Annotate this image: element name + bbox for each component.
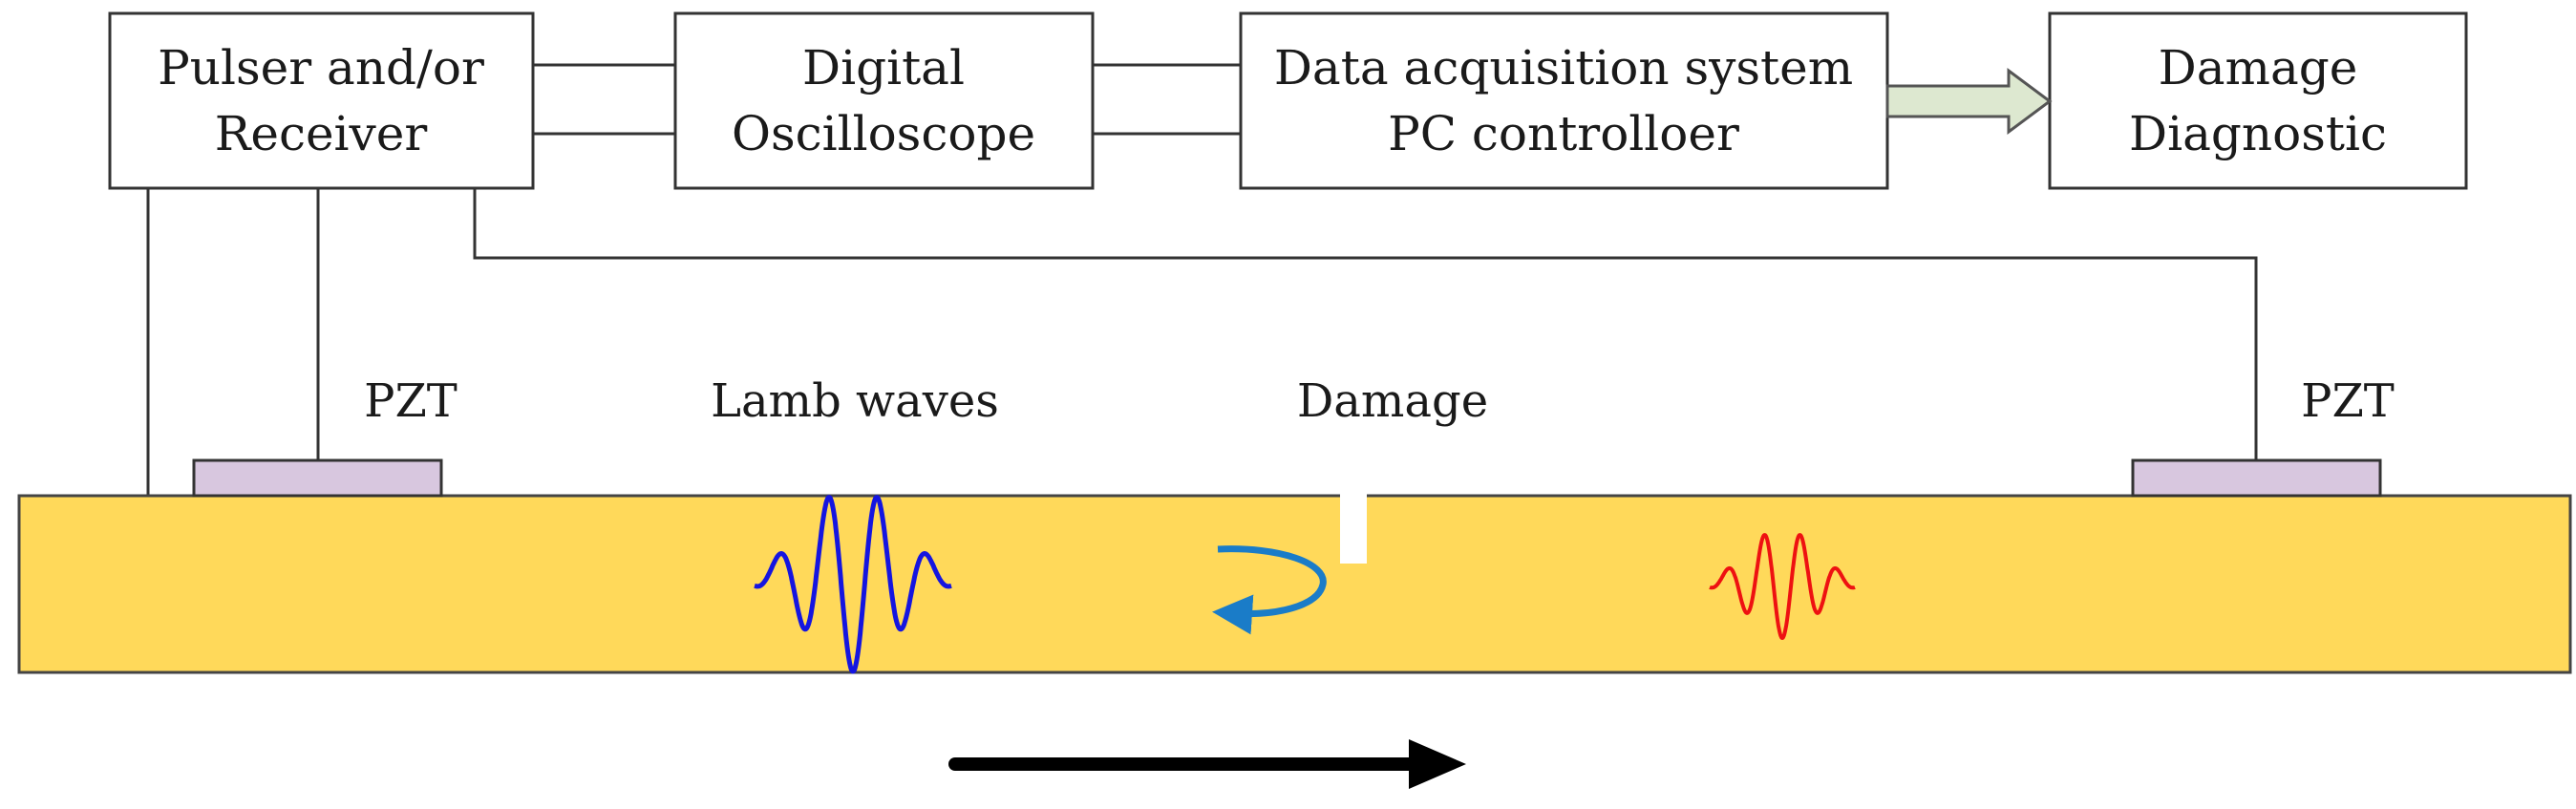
- damage-diagnostic-box: Damage Diagnostic: [2048, 11, 2468, 190]
- digital-oscilloscope-box: Digital Oscilloscope: [673, 11, 1095, 190]
- transmitted-lamb-wave: [1708, 533, 1857, 640]
- daq-to-diagnostic-block-arrow: [1885, 68, 2053, 135]
- daq-label-line2: PC controlloer: [1388, 106, 1739, 161]
- pzt-right-label: PZT: [2301, 374, 2395, 428]
- lamb-waves-label: Lamb waves: [711, 374, 999, 428]
- oscilloscope-label-line2: Oscilloscope: [732, 106, 1035, 161]
- pzt-left-label: PZT: [364, 374, 458, 428]
- daq-pc-box: Data acquisition system PC controlloer: [1239, 11, 1889, 190]
- damage-label: Damage: [1297, 374, 1488, 428]
- plate-structure: [17, 494, 2572, 674]
- damage-diagnostic-label-line1: Damage: [2159, 40, 2358, 96]
- pzt-sensor-right: [2131, 458, 2382, 498]
- box-connectors: [533, 63, 1241, 136]
- daq-label-line1: Data acquisition system: [1274, 40, 1853, 96]
- pulser-receiver-label-line1: Pulser and/or: [158, 40, 484, 96]
- wire-pzt-right: [473, 188, 2258, 460]
- damage-diagnostic-label-line2: Diagnostic: [2129, 106, 2387, 161]
- pulser-receiver-label-line2: Receiver: [215, 106, 428, 161]
- incident-lamb-wave: [753, 495, 953, 674]
- pzt-sensor-left: [192, 458, 443, 498]
- propagation-direction-arrow: [948, 739, 1466, 789]
- damage-notch: [1340, 490, 1367, 564]
- sensor-wires: [146, 188, 2258, 496]
- pulser-receiver-box: Pulser and/or Receiver: [108, 11, 535, 190]
- reflected-wave-arrow: [1212, 545, 1327, 635]
- oscilloscope-label-line1: Digital: [802, 40, 965, 96]
